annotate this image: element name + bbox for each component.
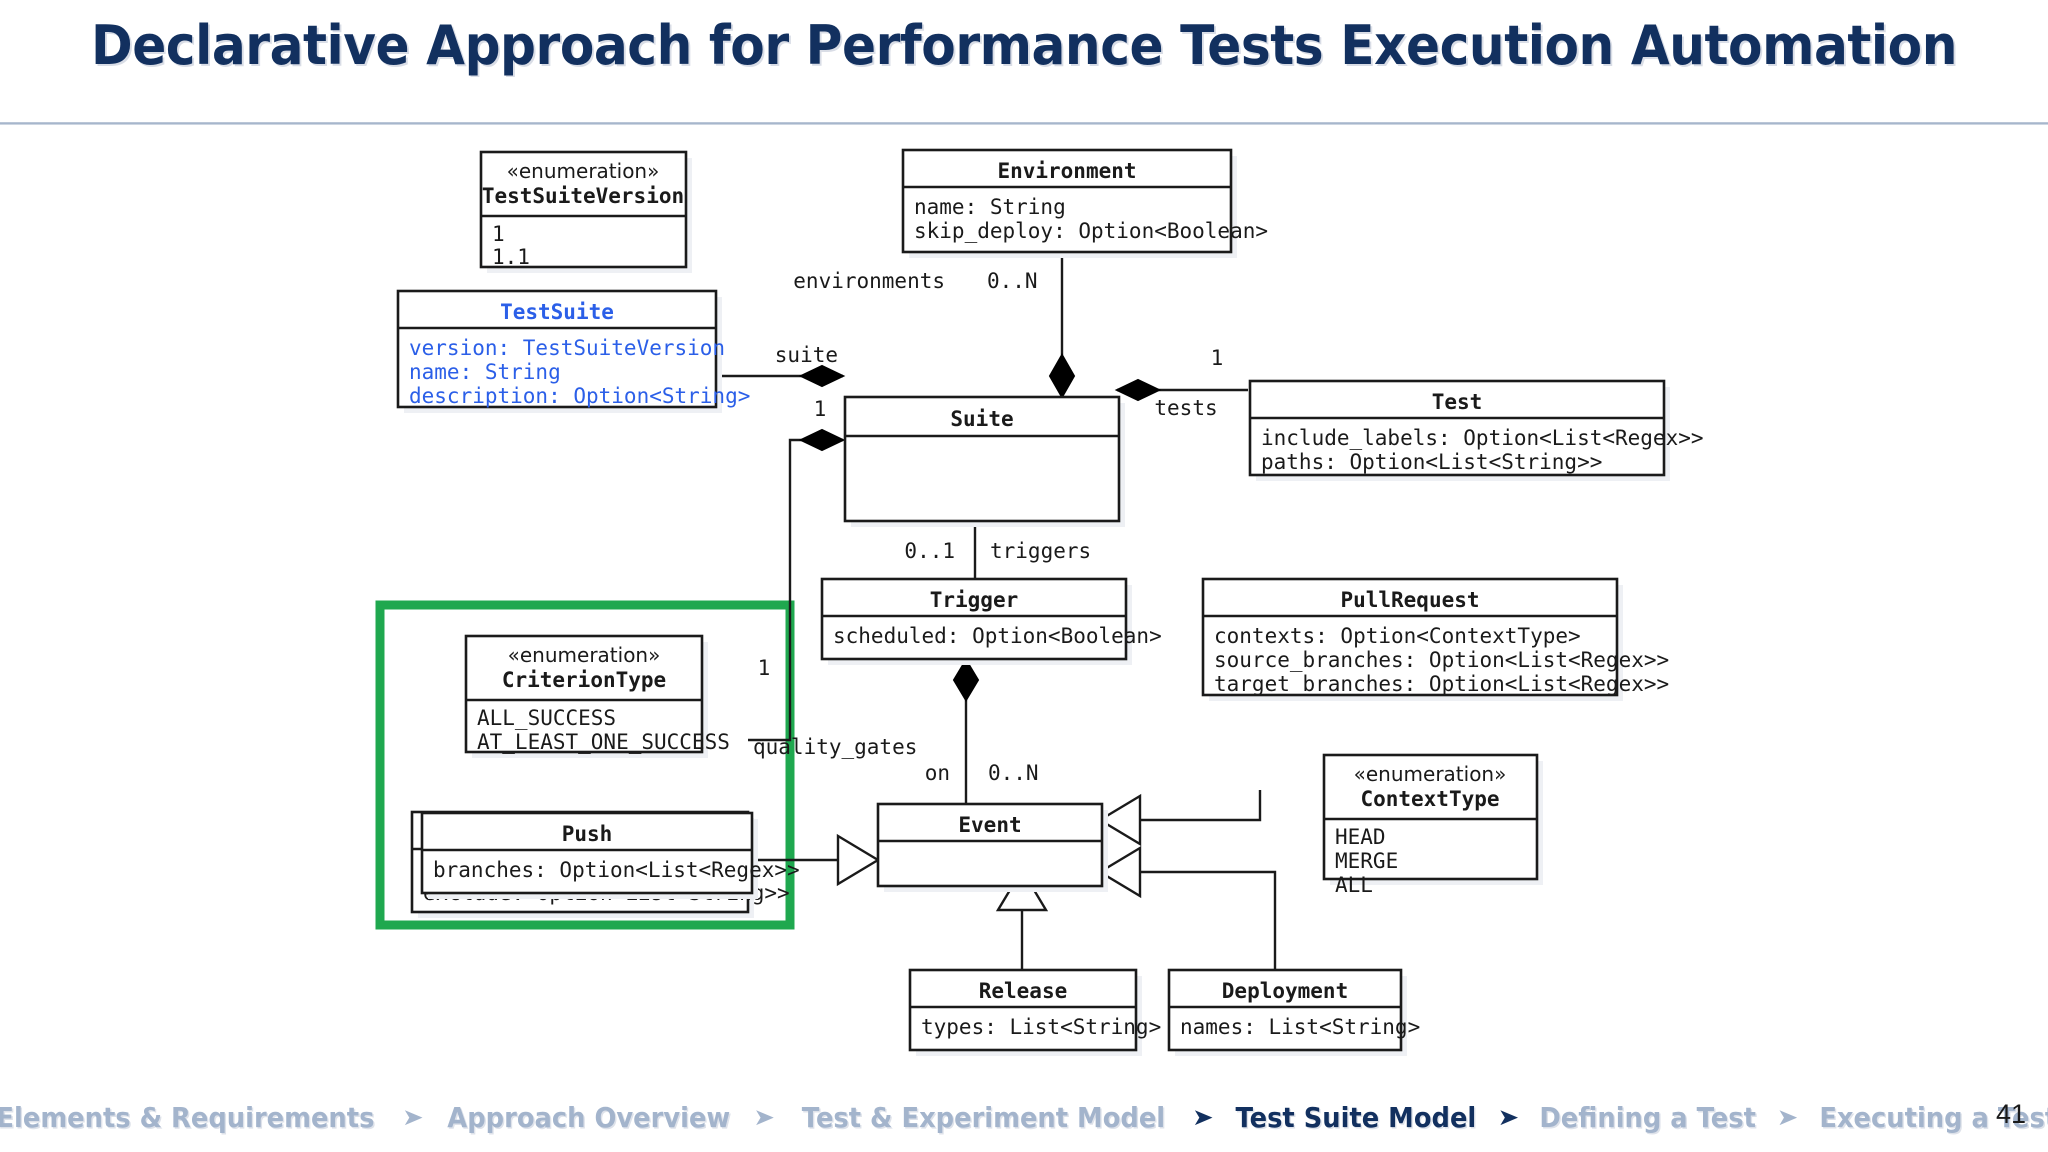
assoc-environment-suite	[1048, 258, 1076, 400]
svg-text:HEAD: HEAD	[1335, 825, 1386, 849]
class-box-test-suite-version: «enumeration» TestSuiteVersion 1 1.1	[479, 150, 692, 273]
svg-text:branches: Option<List<Regex>>: branches: Option<List<Regex>>	[433, 858, 800, 882]
class-box-environment: Environment name: String skip_deploy: Op…	[901, 148, 1268, 258]
assoc-push-event	[748, 833, 881, 887]
breadcrumb-separator: ➤	[753, 1104, 776, 1131]
page-title: Declarative Approach for Performance Tes…	[90, 14, 1958, 77]
svg-text:Event: Event	[958, 813, 1021, 837]
svg-text:target_branches: Option<List<R: target_branches: Option<List<Regex>>	[1214, 672, 1669, 696]
breadcrumb-item-test-experiment-model[interactable]: Test & Experiment Model	[801, 1101, 1166, 1134]
svg-text:skip_deploy: Option<Boolean>: skip_deploy: Option<Boolean>	[914, 219, 1268, 243]
svg-text:Push: Push	[562, 822, 613, 846]
assoc-trigger-event	[952, 658, 980, 810]
class-box-suite: Suite	[843, 395, 1125, 527]
assoc-label-on: on	[925, 761, 950, 785]
svg-text:Trigger: Trigger	[930, 588, 1019, 612]
svg-text:TestSuite: TestSuite	[500, 300, 614, 324]
svg-text:description: Option<String>: description: Option<String>	[409, 384, 750, 408]
svg-text:types: List<String>: types: List<String>	[921, 1015, 1161, 1039]
class-box-context-type: «enumeration» ContextType HEAD MERGE ALL	[1322, 753, 1543, 897]
breadcrumb: Elements & Requirements ➤ Approach Overvie…	[0, 1101, 2048, 1134]
class-box-pull-request: PullRequest contexts: Option<ContextType…	[1201, 577, 1669, 701]
assoc-mult-qualitygates: 1	[758, 656, 771, 680]
breadcrumb-separator: ➤	[1497, 1104, 1520, 1131]
class-box-deployment: Deployment names: List<String>	[1167, 968, 1420, 1056]
assoc-suite-qualitygate	[748, 428, 846, 742]
svg-text:contexts: Option<ContextType>: contexts: Option<ContextType>	[1214, 624, 1581, 648]
class-box-test-suite: TestSuite version: TestSuiteVersion name…	[396, 289, 750, 413]
class-box-criterion-type: «enumeration» CriterionType ALL_SUCCESS …	[464, 634, 730, 758]
assoc-mult-on: 0..N	[988, 761, 1039, 785]
breadcrumb-item-test-suite-model[interactable]: Test Suite Model	[1235, 1101, 1477, 1134]
svg-text:source_branches: Option<List<R: source_branches: Option<List<Regex>>	[1214, 648, 1669, 672]
class-box-push: Push branches: Option<List<Regex>>	[420, 811, 800, 899]
assoc-deployment-event	[1097, 845, 1277, 970]
title-divider	[0, 122, 2048, 125]
svg-text:Test: Test	[1432, 390, 1483, 414]
svg-text:Deployment: Deployment	[1222, 979, 1348, 1003]
svg-text:1: 1	[492, 222, 505, 246]
assoc-testsuite-suite	[714, 364, 846, 388]
svg-text:«enumeration»: «enumeration»	[1354, 762, 1507, 786]
breadcrumb-separator: ➤	[401, 1104, 424, 1131]
page-number: 41	[1995, 1099, 2026, 1129]
svg-text:ALL: ALL	[1335, 873, 1373, 897]
assoc-label-tests: tests	[1154, 396, 1217, 420]
svg-text:name: String: name: String	[914, 195, 1066, 219]
svg-text:PullRequest: PullRequest	[1340, 588, 1479, 612]
svg-text:Environment: Environment	[997, 159, 1136, 183]
breadcrumb-separator: ➤	[1192, 1104, 1214, 1131]
svg-text:AT_LEAST_ONE_SUCCESS: AT_LEAST_ONE_SUCCESS	[477, 730, 730, 754]
class-box-trigger: Trigger scheduled: Option<Boolean>	[820, 577, 1162, 665]
svg-text:«enumeration»: «enumeration»	[507, 159, 660, 183]
assoc-label-triggers: triggers	[990, 539, 1091, 563]
svg-text:ContextType: ContextType	[1360, 787, 1499, 811]
assoc-label-environments: environments	[793, 269, 945, 293]
class-box-test: Test include_labels: Option<List<Regex>>…	[1248, 379, 1704, 481]
svg-text:paths: Option<List<String>>: paths: Option<List<String>>	[1261, 450, 1602, 474]
svg-text:TestSuiteVersion: TestSuiteVersion	[482, 184, 684, 208]
class-box-event: Event	[876, 802, 1108, 892]
svg-text:names: List<String>: names: List<String>	[1180, 1015, 1420, 1039]
svg-text:scheduled: Option<Boolean>: scheduled: Option<Boolean>	[833, 624, 1162, 648]
breadcrumb-item-defining-a-test[interactable]: Defining a Test	[1539, 1101, 1757, 1134]
assoc-mult-environments: 0..N	[987, 269, 1038, 293]
svg-text:CriterionType: CriterionType	[502, 668, 666, 692]
class-box-release: Release types: List<String>	[908, 968, 1161, 1056]
svg-text:ALL_SUCCESS: ALL_SUCCESS	[477, 706, 616, 730]
breadcrumb-separator: ➤	[1776, 1104, 1799, 1131]
breadcrumb-item-executing-a-test[interactable]: Executing a Test	[1819, 1101, 2048, 1134]
svg-text:Release: Release	[979, 979, 1068, 1003]
svg-text:«enumeration»: «enumeration»	[508, 643, 661, 667]
svg-text:version: TestSuiteVersion: version: TestSuiteVersion	[409, 336, 725, 360]
assoc-mult-triggers: 0..1	[904, 539, 955, 563]
assoc-label-qualitygates: quality_gates	[753, 735, 917, 759]
svg-text:MERGE: MERGE	[1335, 849, 1398, 873]
assoc-suite-test	[1114, 378, 1248, 402]
quality-gate-highlight-box	[375, 600, 795, 930]
uml-class-diagram: .cls-box { fill:#ffffff; stroke:#1a1a1a;…	[0, 130, 2048, 1080]
assoc-mult-suite: 1	[814, 397, 827, 421]
assoc-label-suite: suite	[775, 343, 838, 367]
assoc-pullrequest-event	[1097, 790, 1262, 847]
svg-text:Suite: Suite	[950, 407, 1013, 431]
assoc-mult-tests: 1	[1211, 346, 1224, 370]
breadcrumb-item-approach-overview[interactable]: Approach Overview	[447, 1101, 730, 1134]
svg-text:1.1: 1.1	[492, 245, 530, 269]
svg-text:name: String: name: String	[409, 360, 561, 384]
svg-text:include_labels: Option<List<Re: include_labels: Option<List<Regex>>	[1261, 426, 1704, 450]
breadcrumb-item-elements-requirements[interactable]: Elements & Requirements	[0, 1101, 375, 1134]
